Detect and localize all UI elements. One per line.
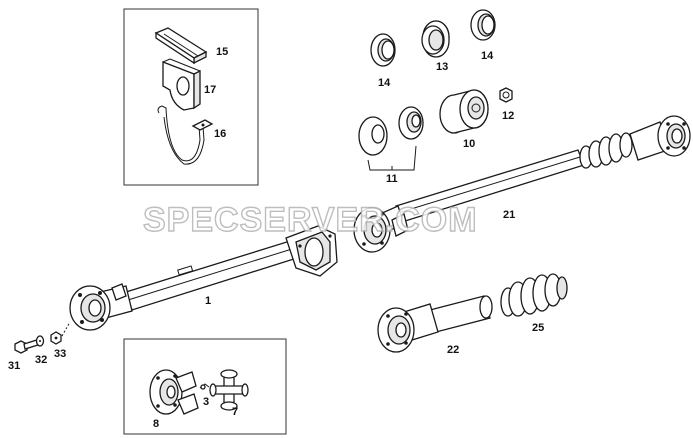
callout-33: 33 [54,348,66,360]
callout-31: 31 [8,360,20,372]
part-10-flange-yoke [439,89,489,134]
callout-3: 3 [203,396,209,408]
part-17-rubber-insulator [162,58,201,111]
part-1-propeller-shaft-front [69,225,338,331]
part-14-seal-ring-left [370,33,396,67]
part-21-propeller-shaft-rear [353,115,691,253]
callout-11: 11 [386,173,398,185]
callout-7: 7 [232,406,238,418]
part-22-slip-yoke-shaft [377,295,493,353]
callout-14-left: 14 [378,77,391,89]
part-8-flange-yoke [149,369,199,415]
part-14-seal-ring-right [470,9,496,41]
callout-21: 21 [503,209,515,221]
callout-16: 16 [214,128,226,140]
callout-32: 32 [35,354,47,366]
callout-10: 10 [463,138,475,150]
part-7-universal-joint-cross [209,369,249,411]
part-25-rubber-boot [500,273,568,317]
part-3-grease-fitting [199,383,210,390]
callout-22: 22 [447,344,459,356]
part-16-support-bracket [157,105,214,165]
callout-8: 8 [153,418,159,430]
part-32-washer [35,335,45,347]
part-13-bearing [421,20,450,58]
part-11-washer-small [398,106,424,140]
callout-15: 15 [216,46,228,58]
shaft-21-boot [579,132,633,169]
watermark-text: SPECSERVER.COM [143,201,478,239]
inset-box-bearing-bracket [123,8,259,186]
callout-25: 25 [532,322,544,334]
callout-14-right: 14 [481,50,494,62]
callout-1: 1 [205,295,211,307]
callout-17: 17 [204,84,216,96]
part-11-washer-large [358,116,388,156]
part-15-channel-plate [154,27,208,65]
part-33-nut [50,331,62,345]
inset-box-universal-joint [123,338,287,435]
callout-13: 13 [436,61,448,73]
callout-12: 12 [502,110,514,122]
part-12-nut [499,87,513,103]
